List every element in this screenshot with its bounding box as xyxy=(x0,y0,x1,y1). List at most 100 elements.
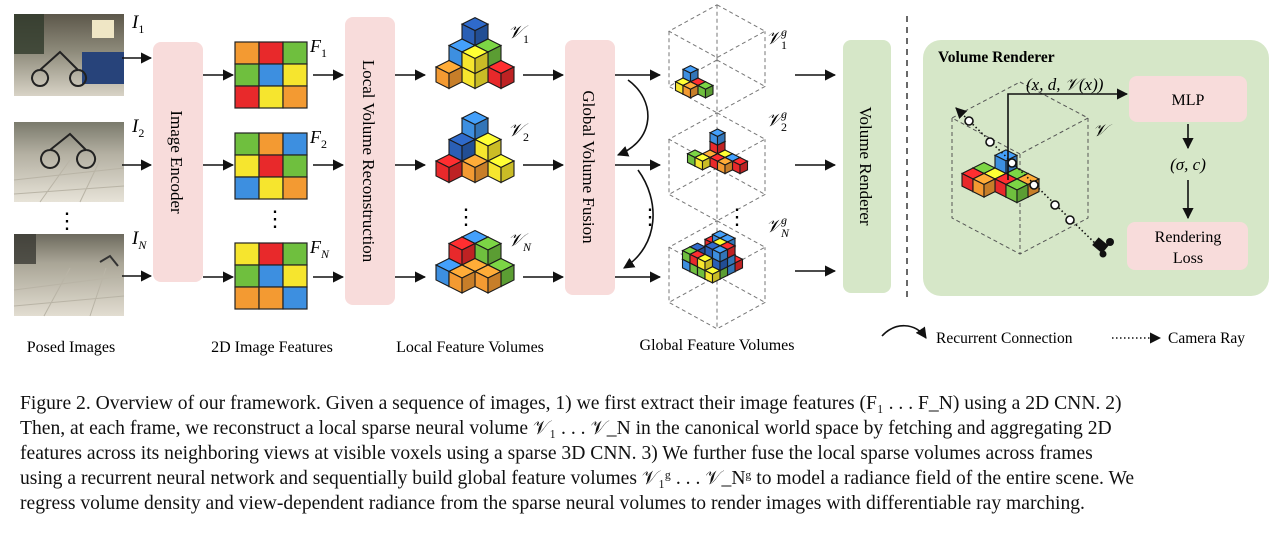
feature-cell xyxy=(234,132,260,156)
local-volume-n xyxy=(434,229,516,294)
global-vol-arrows xyxy=(795,69,837,277)
feature-grid xyxy=(234,132,308,200)
feature-cell xyxy=(258,154,284,178)
feature-label-2: F2 xyxy=(309,127,327,151)
posed-images-caption: Posed Images xyxy=(27,339,115,356)
feature-cell xyxy=(282,176,308,200)
global-volume-2 xyxy=(686,128,749,175)
camera-icon xyxy=(1092,237,1114,258)
global-volume-1 xyxy=(674,65,715,99)
feature-cell xyxy=(234,154,260,178)
feature-cell xyxy=(234,85,260,109)
feature-cell xyxy=(258,264,284,288)
posed-image-2 xyxy=(13,122,125,203)
local-vol-ellipsis: ⋮ xyxy=(455,204,477,229)
caption-line: features across its neighboring views at… xyxy=(20,443,1093,464)
local-volumes-caption: Local Feature Volumes xyxy=(396,339,544,356)
figure-caption: Figure 2. Overview of our framework. Giv… xyxy=(20,391,1270,516)
mlp-label: MLP xyxy=(1172,92,1205,109)
voxel xyxy=(447,132,477,162)
feature-cell xyxy=(282,41,308,65)
feature-cell xyxy=(282,264,308,288)
sigma-c-label: (σ, c) xyxy=(1170,155,1206,174)
voxel xyxy=(486,59,516,90)
sample-point xyxy=(964,116,974,126)
voxel xyxy=(708,128,727,147)
local-recon-box xyxy=(345,17,395,305)
renderer-box xyxy=(843,40,891,293)
posed-image-3 xyxy=(13,234,125,317)
feature-cell xyxy=(234,176,260,200)
image-encoder-label: Image Encoder xyxy=(167,110,186,214)
sample-point xyxy=(1050,200,1060,210)
image-arrows xyxy=(122,52,153,282)
feature-cell xyxy=(282,286,308,310)
image-ellipsis: ⋮ xyxy=(56,208,78,233)
sample-point xyxy=(985,137,995,147)
global-volumes-caption: Global Feature Volumes xyxy=(640,337,795,354)
rendering-loss-label-2: Loss xyxy=(1173,250,1203,267)
feature-label-1: F1 xyxy=(309,36,327,60)
recon-arrows xyxy=(395,69,427,283)
voxel xyxy=(460,44,490,75)
local-vol-label-2: 𝒱2 xyxy=(508,120,529,144)
rendering-loss-label-1: Rendering xyxy=(1155,229,1222,246)
legend-recurrent-icon xyxy=(881,324,927,339)
feature-cell xyxy=(282,132,308,156)
caption-line: Then, at each frame, we reconstruct a lo… xyxy=(20,418,1112,439)
voxel xyxy=(716,156,734,175)
posed-image-1 xyxy=(14,14,124,96)
voxel xyxy=(971,172,997,199)
feature-grid xyxy=(234,242,308,310)
feature-label-n: FN xyxy=(309,237,330,261)
feature-cell xyxy=(258,132,284,156)
mlp-box xyxy=(1129,76,1247,122)
image-label-1: I1 xyxy=(131,12,144,36)
voxel xyxy=(434,59,464,90)
voxel xyxy=(434,153,464,184)
feature-ellipsis: ⋮ xyxy=(264,206,286,231)
feature-cell xyxy=(234,41,260,65)
feature-cell xyxy=(282,242,308,266)
image-label-n: IN xyxy=(131,228,147,252)
voxel xyxy=(693,153,712,171)
renderer-input-label: (x, d, 𝒱(x)) xyxy=(1026,75,1104,94)
sample-point xyxy=(1065,215,1075,225)
local-volume-2 xyxy=(434,110,516,184)
global-feature-volumes xyxy=(667,4,767,330)
image-encoder-box xyxy=(153,42,203,282)
renderer-panel-title: Volume Renderer xyxy=(938,49,1055,66)
feature-cell xyxy=(234,242,260,266)
caption-line: Figure 2. Overview of our framework. Giv… xyxy=(20,393,1122,414)
feature-grids xyxy=(234,41,308,310)
local-vol-arrows xyxy=(523,69,565,283)
caption-line: using a recurrent neural network and seq… xyxy=(20,468,1135,489)
caption-line: regress volume density and view-dependen… xyxy=(20,493,1085,514)
feature-cell xyxy=(258,41,284,65)
voxel xyxy=(460,110,490,141)
feature-arrows xyxy=(313,69,345,283)
feature-cell xyxy=(258,286,284,310)
local-volume-1 xyxy=(434,16,516,90)
voxel xyxy=(703,266,722,284)
features-caption: 2D Image Features xyxy=(211,339,333,356)
voxel xyxy=(1004,178,1030,204)
feature-cell xyxy=(258,85,284,109)
local-vol-label-1: 𝒱1 xyxy=(508,22,529,46)
feature-cell xyxy=(258,176,284,200)
fusion-ellipsis: ⋮ xyxy=(639,204,661,229)
voxel xyxy=(696,81,715,99)
legend-ray-label: Camera Ray xyxy=(1168,330,1245,347)
voxel xyxy=(473,132,503,162)
voxel xyxy=(711,245,729,263)
bounding-volume xyxy=(667,4,767,114)
voxel xyxy=(460,153,490,184)
feature-cell xyxy=(282,85,308,109)
sample-point xyxy=(1007,158,1017,168)
local-feature-volumes xyxy=(434,16,516,294)
global-volume-n xyxy=(681,230,744,284)
voxel xyxy=(486,153,516,184)
